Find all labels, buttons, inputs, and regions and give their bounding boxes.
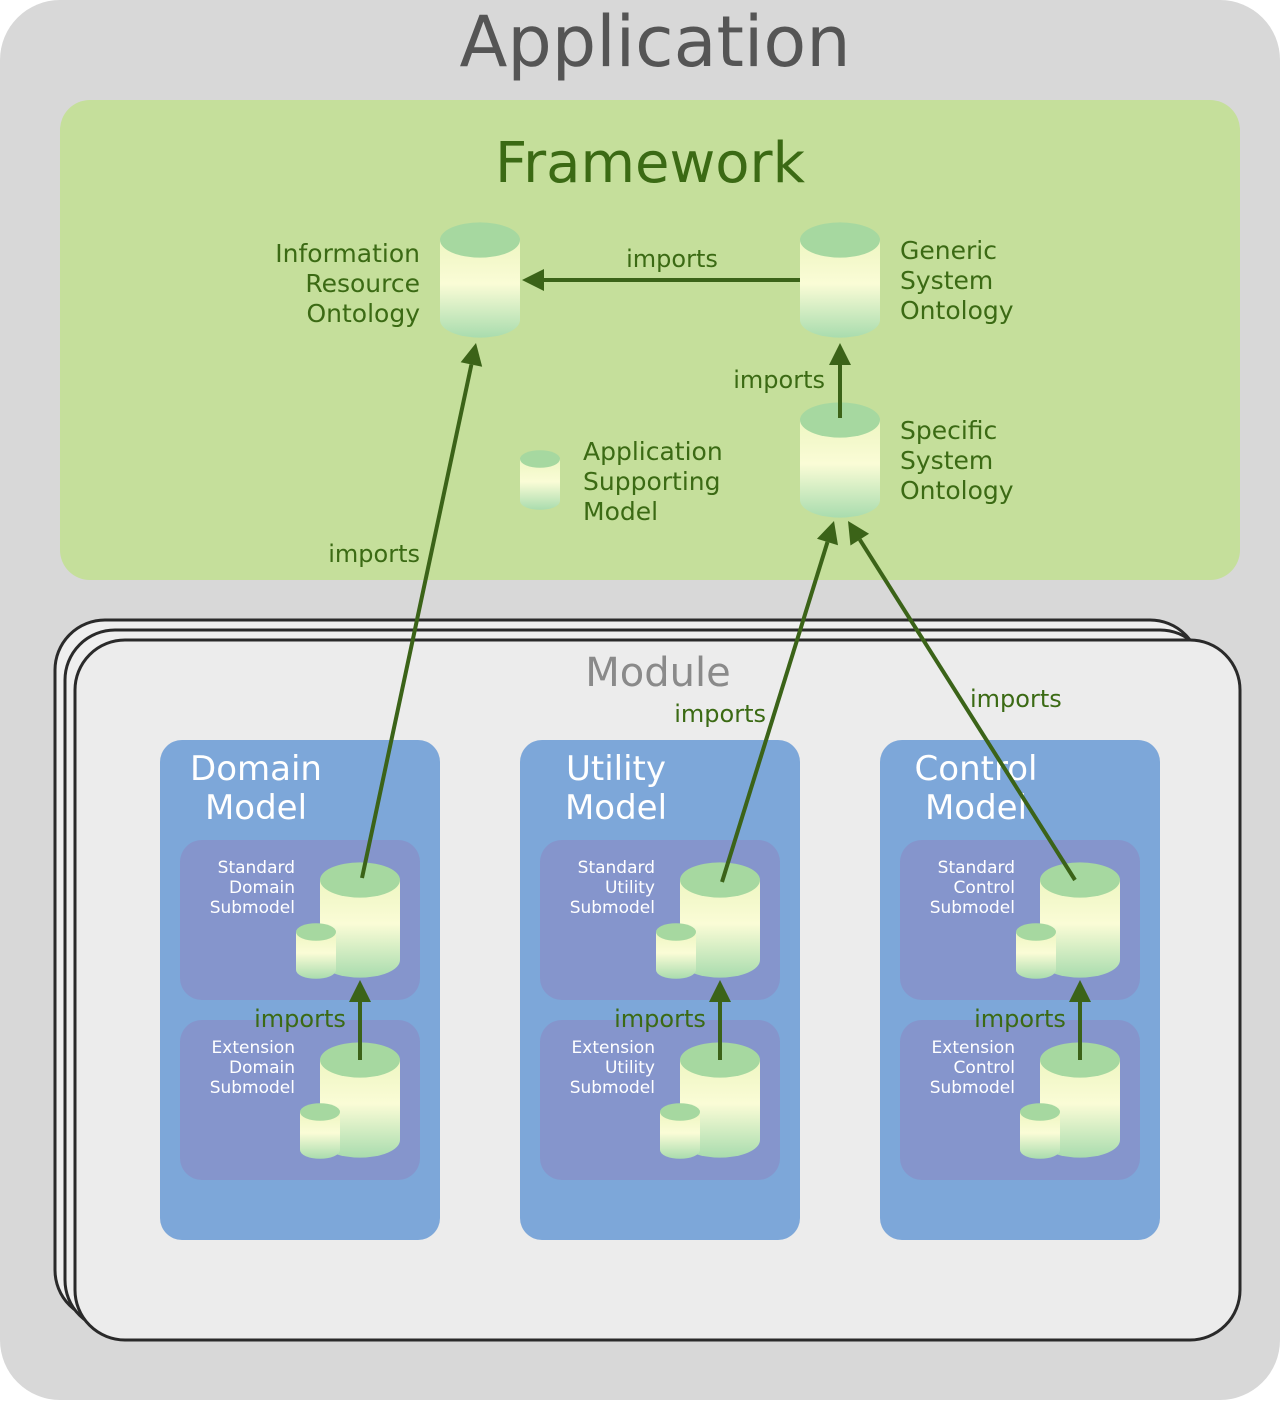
import-arrows [349, 269, 1091, 1060]
framework-title: Framework [495, 131, 806, 196]
application-supporting-model-label-line: Supporting [583, 467, 721, 496]
extension-utility-submodel-label-line: Utility [605, 1058, 655, 1078]
specific-system-ontology-cylinder [800, 402, 880, 518]
extension-domain-submodel-label-line: Submodel [210, 1078, 295, 1098]
control-model-title-line: Model [925, 788, 1027, 828]
specific-system-ontology-label-line: Specific [900, 416, 997, 445]
extension-control-submodel-label-line: Control [954, 1058, 1015, 1078]
extension-utility-submodel-small-cylinder [660, 1103, 700, 1159]
standard-control-submodel-small-cylinder [1016, 923, 1056, 979]
domain-model-title-line: Domain [190, 749, 322, 789]
specific-system-ontology-label-line: System [900, 446, 993, 475]
extension-control-submodel-label-line: Extension [932, 1038, 1015, 1058]
arrow-domain-to-information [360, 343, 483, 879]
arrow-extension-to-standard-control [1069, 980, 1091, 1060]
control-model-title-line: Control [915, 749, 1038, 789]
standard-control-submodel-label-line: Control [954, 878, 1015, 898]
standard-control-submodel-label-line: Submodel [930, 898, 1015, 918]
standard-utility-submodel-label-line: Standard [578, 858, 655, 878]
domain-model-title-line: Model [205, 788, 307, 828]
specific-system-ontology-label-line: Ontology [900, 476, 1014, 505]
imports-label-extension-utility: imports [614, 1005, 706, 1033]
utility-model-title-line: Model [565, 788, 667, 828]
application-supporting-model-cylinder [520, 450, 560, 510]
standard-utility-submodel-label-line: Submodel [570, 898, 655, 918]
utility-model-title-line: Utility [566, 749, 666, 789]
standard-control-submodel-cylinder [1040, 862, 1120, 978]
imports-label-utility: imports [674, 700, 766, 728]
information-resource-ontology-label-line: Ontology [306, 299, 420, 328]
imports-label-specific-generic: imports [733, 366, 825, 394]
standard-utility-submodel-label-line: Utility [605, 878, 655, 898]
standard-domain-submodel-label-line: Submodel [210, 898, 295, 918]
extension-domain-submodel-label-line: Domain [229, 1058, 295, 1078]
information-resource-ontology-cylinder [440, 222, 520, 338]
generic-system-ontology-label-line: Generic [900, 236, 997, 265]
standard-control-submodel-label-line: Standard [938, 858, 1015, 878]
extension-control-submodel-small-cylinder [1020, 1103, 1060, 1159]
standard-utility-submodel-small-cylinder [656, 923, 696, 979]
information-resource-ontology-label-line: Resource [305, 269, 420, 298]
framework-container [60, 100, 1240, 580]
extension-utility-submodel-label-line: Submodel [570, 1078, 655, 1098]
extension-control-submodel-label-line: Submodel [930, 1078, 1015, 1098]
arrow-utility-to-specific [720, 521, 838, 883]
extension-domain-submodel-label-line: Extension [212, 1038, 295, 1058]
arrow-specific-to-generic [829, 343, 851, 418]
application-title: Application [459, 1, 850, 83]
arrow-extension-to-standard-domain [349, 980, 371, 1060]
information-resource-ontology-label-line: Information [275, 239, 420, 268]
standard-domain-submodel-label-line: Domain [229, 878, 295, 898]
standard-domain-submodel-label-line: Standard [218, 858, 295, 878]
extension-domain-submodel-small-cylinder [300, 1103, 340, 1159]
arrow-control-to-specific [848, 521, 1077, 882]
application-supporting-model-label-line: Model [583, 497, 658, 526]
generic-system-ontology-cylinder [800, 222, 880, 338]
imports-label-generic-information: imports [626, 245, 718, 273]
imports-label-extension-control: imports [974, 1005, 1066, 1033]
imports-label-extension-domain: imports [254, 1005, 346, 1033]
import-labels: imports imports imports imports imports impor… [254, 245, 1066, 1033]
arrow-extension-to-standard-utility [709, 980, 731, 1060]
extension-utility-submodel-label-line: Extension [572, 1038, 655, 1058]
standard-domain-submodel-cylinder [320, 862, 400, 978]
application-supporting-model-label-line: Application [583, 437, 723, 466]
standard-domain-submodel-small-cylinder [296, 923, 336, 979]
arrow-generic-to-information [522, 269, 800, 291]
standard-utility-submodel-cylinder [680, 862, 760, 978]
generic-system-ontology-label-line: Ontology [900, 296, 1014, 325]
imports-label-control: imports [970, 685, 1062, 713]
module-title: Module [585, 650, 730, 696]
generic-system-ontology-label-line: System [900, 266, 993, 295]
imports-label-domain: imports [328, 540, 420, 568]
